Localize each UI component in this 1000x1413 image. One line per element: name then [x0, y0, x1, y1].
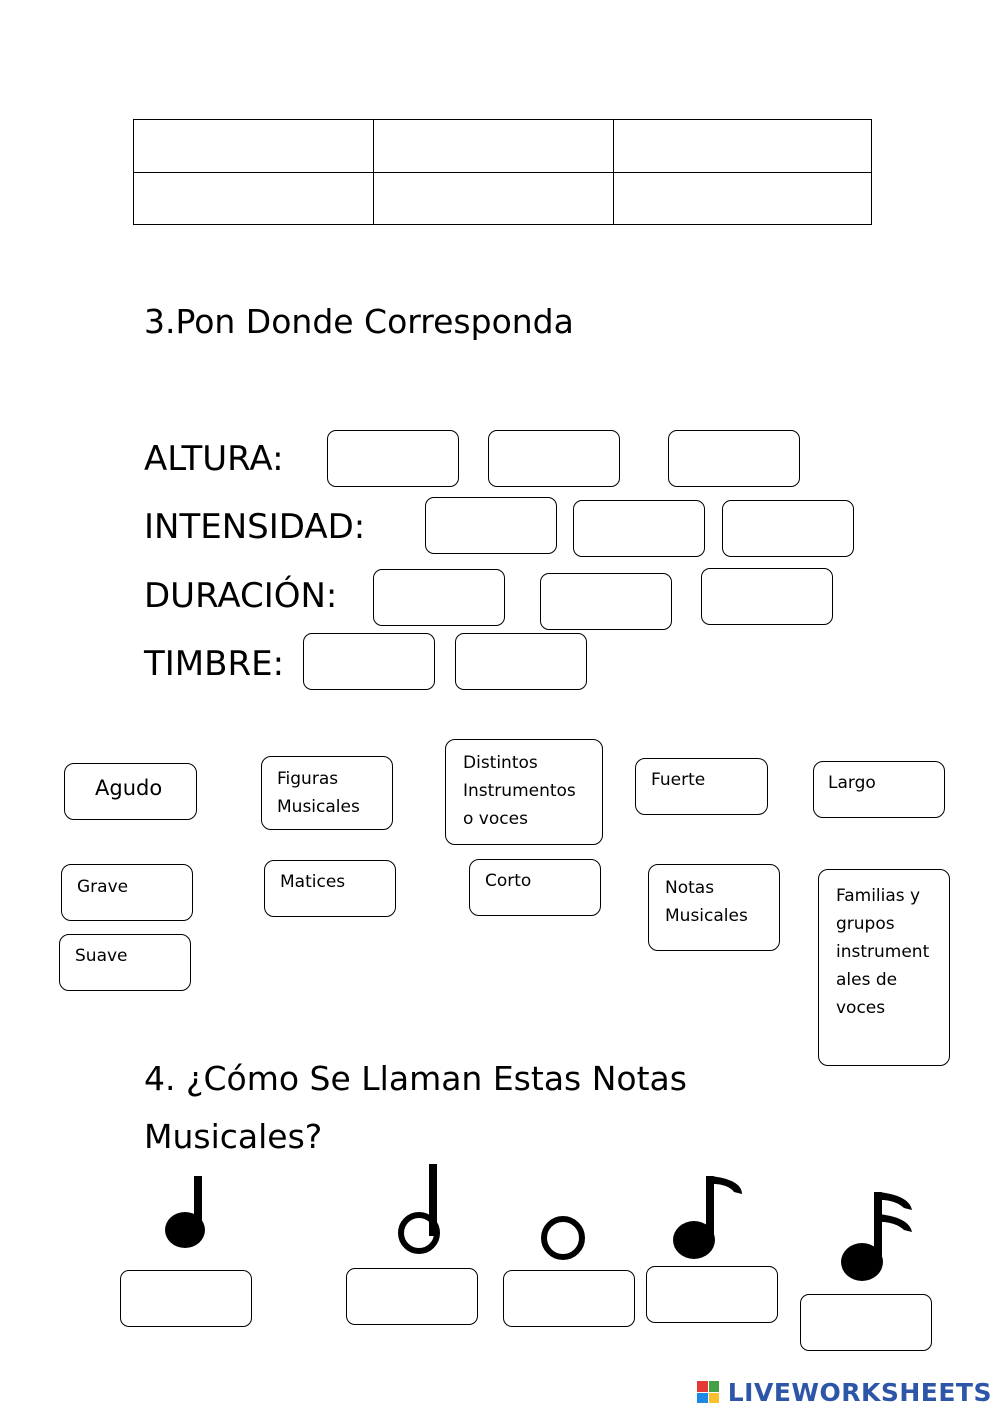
duracion-drop-slot[interactable] [701, 568, 833, 625]
option-text: o voces [463, 809, 528, 829]
answer-table [133, 119, 872, 225]
option-text: grupos [836, 914, 895, 934]
table-cell[interactable] [373, 171, 614, 225]
section4-title: 4. ¿Cómo Se Llaman Estas Notas [144, 1059, 687, 1098]
option-text: Figuras [277, 769, 339, 789]
sixteenth-note-icon [841, 1192, 912, 1281]
timbre-drop-slot[interactable] [455, 633, 587, 690]
option-familias-grupos[interactable]: Familias y grupos instrument ales de voc… [818, 869, 950, 1066]
option-suave[interactable]: Suave [59, 934, 191, 991]
section4-title-line2: Musicales? [144, 1117, 323, 1156]
table-cell[interactable] [373, 119, 614, 173]
table-cell[interactable] [133, 119, 374, 173]
option-matices[interactable]: Matices [264, 860, 396, 917]
note-answer-slot[interactable] [800, 1294, 932, 1351]
timbre-drop-slot[interactable] [303, 633, 435, 690]
category-timbre-label: TIMBRE: [144, 644, 285, 684]
option-text: Musicales [665, 906, 748, 926]
option-corto[interactable]: Corto [469, 859, 601, 916]
option-text: Fuerte [651, 770, 706, 790]
logo-square [708, 1381, 719, 1392]
table-row [133, 119, 872, 173]
half-note-icon [398, 1164, 440, 1254]
liveworksheets-logo-icon [697, 1381, 719, 1403]
table-cell[interactable] [133, 171, 374, 225]
option-figuras-musicales[interactable]: Figuras Musicales [261, 756, 393, 830]
option-text: Notas [665, 878, 715, 898]
option-text: Suave [75, 946, 128, 966]
option-distintos-instrumentos[interactable]: Distintos Instrumentos o voces [445, 739, 603, 845]
option-text: Agudo [95, 776, 163, 800]
option-text: Corto [485, 871, 532, 891]
option-text: Musicales [277, 797, 360, 817]
eighth-note-icon [673, 1176, 742, 1259]
intensidad-drop-slot[interactable] [573, 500, 705, 557]
category-duracion-label: DURACIÓN: [144, 576, 338, 616]
option-text: Familias y [836, 886, 921, 906]
category-intensidad-label: INTENSIDAD: [144, 507, 366, 547]
note-answer-slot[interactable] [503, 1270, 635, 1327]
altura-drop-slot[interactable] [327, 430, 459, 487]
option-notas-musicales[interactable]: Notas Musicales [648, 864, 780, 951]
table-cell[interactable] [613, 171, 872, 225]
brand-wordmark: LIVEWORKSHEETS [727, 1378, 992, 1407]
logo-square [708, 1392, 719, 1403]
option-text: Instrumentos [463, 781, 576, 801]
note-answer-slot[interactable] [346, 1268, 478, 1325]
note-answer-slot[interactable] [646, 1266, 778, 1323]
logo-square [697, 1381, 708, 1392]
altura-drop-slot[interactable] [668, 430, 800, 487]
quarter-note-icon [165, 1176, 205, 1248]
note-answer-slot[interactable] [120, 1270, 252, 1327]
option-text: voces [836, 998, 886, 1018]
whole-note-icon [541, 1216, 585, 1260]
altura-drop-slot[interactable] [488, 430, 620, 487]
option-text: Grave [77, 877, 129, 897]
table-row [133, 171, 872, 225]
duracion-drop-slot[interactable] [540, 573, 672, 630]
option-grave[interactable]: Grave [61, 864, 193, 921]
option-text: Distintos [463, 753, 538, 773]
category-altura-label: ALTURA: [144, 439, 284, 479]
option-agudo[interactable]: Agudo [64, 763, 197, 820]
intensidad-drop-slot[interactable] [722, 500, 854, 557]
duracion-drop-slot[interactable] [373, 569, 505, 626]
logo-square [697, 1392, 708, 1403]
option-text: Matices [280, 872, 346, 892]
option-text: ales de [836, 970, 898, 990]
intensidad-drop-slot[interactable] [425, 497, 557, 554]
option-largo[interactable]: Largo [813, 761, 945, 818]
section3-title: 3.Pon Donde Corresponda [144, 302, 574, 341]
option-fuerte[interactable]: Fuerte [635, 758, 768, 815]
table-cell[interactable] [613, 119, 872, 173]
option-text: Largo [828, 773, 876, 793]
option-text: instrument [836, 942, 930, 962]
